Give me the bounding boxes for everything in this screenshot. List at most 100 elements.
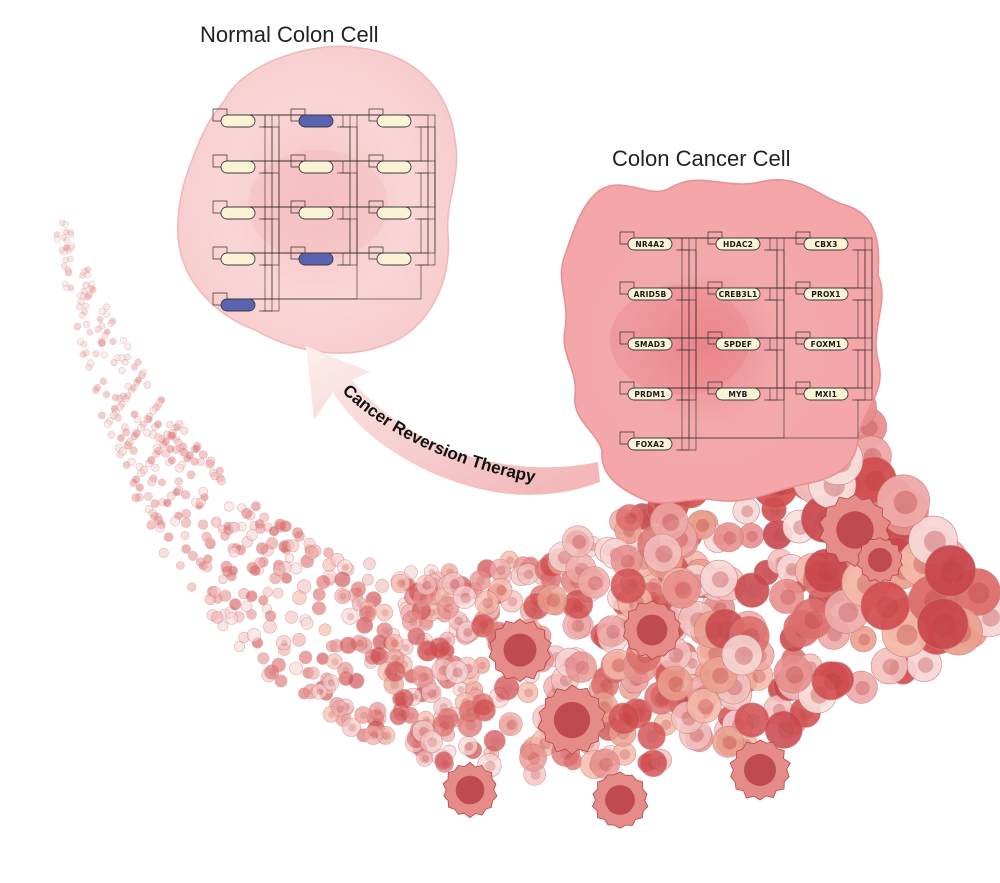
tumor-cell xyxy=(146,520,156,530)
self-loop xyxy=(707,331,723,345)
tumor-cell xyxy=(139,368,147,376)
tumor-cell xyxy=(311,683,328,700)
tumor-cell xyxy=(79,293,87,301)
tumor-cell xyxy=(151,463,160,472)
tumor-cell xyxy=(223,501,234,512)
tumor-cell xyxy=(82,282,89,289)
tumor-cell xyxy=(292,590,307,605)
tumor-cell xyxy=(178,460,187,470)
tumor-cell xyxy=(174,485,184,495)
tumor-cell xyxy=(773,654,813,694)
tumor-cell xyxy=(117,434,125,442)
tumor-cell xyxy=(161,437,170,446)
tumor-cell xyxy=(114,414,122,422)
tumor-cell xyxy=(68,242,76,249)
tumor-cell xyxy=(143,381,152,389)
tumor-cell xyxy=(608,702,640,735)
tumor-cell xyxy=(78,311,86,319)
tumor-cell xyxy=(416,749,434,767)
tumor-cell xyxy=(176,561,185,570)
tumor-cell xyxy=(102,390,110,399)
tumor-cell xyxy=(151,423,159,431)
tumor-cell xyxy=(187,550,198,561)
tumor-cell xyxy=(98,338,106,346)
tumor-cell xyxy=(88,284,95,292)
tumor-cell xyxy=(61,248,68,256)
tumor-cell xyxy=(419,730,443,754)
gene-node: CREB3L1 xyxy=(715,287,761,301)
gene-node xyxy=(220,206,256,220)
tumor-cell xyxy=(401,610,423,632)
tumor-cell xyxy=(596,615,628,647)
tumor-cell xyxy=(209,586,221,598)
tumor-cell xyxy=(341,717,362,737)
tumor-cell xyxy=(201,561,213,573)
tumor-cell xyxy=(118,447,127,456)
tumor-cell xyxy=(64,268,72,276)
gene-label: PROX1 xyxy=(811,290,840,299)
tumor-cell xyxy=(292,632,306,647)
tumor-cell xyxy=(138,371,146,379)
normal-cell-title: Normal Colon Cell xyxy=(200,22,379,47)
tumor-cell xyxy=(116,394,124,403)
tumor-cell xyxy=(97,337,105,345)
self-loop xyxy=(368,246,384,260)
tumor-cell xyxy=(292,527,304,539)
tumor-cell xyxy=(517,681,539,703)
tumor-cell xyxy=(85,266,92,273)
tumor-cell xyxy=(334,587,351,605)
tumor-cell xyxy=(284,610,298,624)
tumor-cell xyxy=(881,610,929,658)
tumor-cell xyxy=(348,672,365,689)
tumor-cell xyxy=(63,284,70,292)
tumor-cell xyxy=(180,426,189,436)
tumor-cell xyxy=(876,474,931,528)
tumor-cell xyxy=(132,429,141,438)
tumor-cell xyxy=(98,307,106,315)
gene-node xyxy=(220,114,256,128)
tumor-cell xyxy=(662,570,701,609)
tumor-cell xyxy=(354,706,372,724)
tumor-cell xyxy=(92,350,100,358)
tumor-cell xyxy=(65,247,72,254)
tumor-cell xyxy=(86,290,93,298)
tumor-cell xyxy=(81,287,88,295)
tumor-cell xyxy=(334,571,351,588)
tumor-cell xyxy=(498,712,523,737)
tumor-cell xyxy=(246,529,258,541)
cancer-cell-title: Colon Cancer Cell xyxy=(612,146,791,171)
self-loop xyxy=(795,231,811,245)
tumor-cell xyxy=(363,557,376,570)
tumor-cell xyxy=(107,319,115,327)
tumor-cell xyxy=(326,653,343,670)
tumor-cell xyxy=(196,457,205,466)
tumor-cell xyxy=(196,497,206,508)
tumor-cell xyxy=(264,610,277,622)
tumor-cell xyxy=(79,272,86,279)
gene-label: CREB3L1 xyxy=(719,290,758,299)
tumor-cell xyxy=(167,456,176,465)
self-loop xyxy=(619,331,635,345)
self-loop xyxy=(368,154,384,168)
tumor-cell xyxy=(136,423,145,432)
tumor-cell xyxy=(483,729,506,752)
tumor-cell xyxy=(149,406,158,415)
self-loop xyxy=(290,200,306,214)
tumor-cell xyxy=(139,465,148,474)
tumor-cell xyxy=(139,421,147,429)
tumor-cell xyxy=(734,572,770,608)
tumor-cell xyxy=(562,525,594,558)
tumor-cell xyxy=(906,646,942,682)
tumor-cell xyxy=(93,384,102,392)
gene-node: NR4A2 xyxy=(627,237,673,251)
tumor-cell xyxy=(700,559,738,598)
tumor-cell xyxy=(144,492,153,501)
tumor-cell xyxy=(122,460,131,469)
self-loop xyxy=(707,381,723,395)
tumor-cell xyxy=(79,351,87,358)
tumor-cell xyxy=(99,377,107,386)
tumor-cell xyxy=(119,392,127,400)
gene-label: FOXM1 xyxy=(811,340,842,349)
tumor-cell xyxy=(444,660,469,684)
